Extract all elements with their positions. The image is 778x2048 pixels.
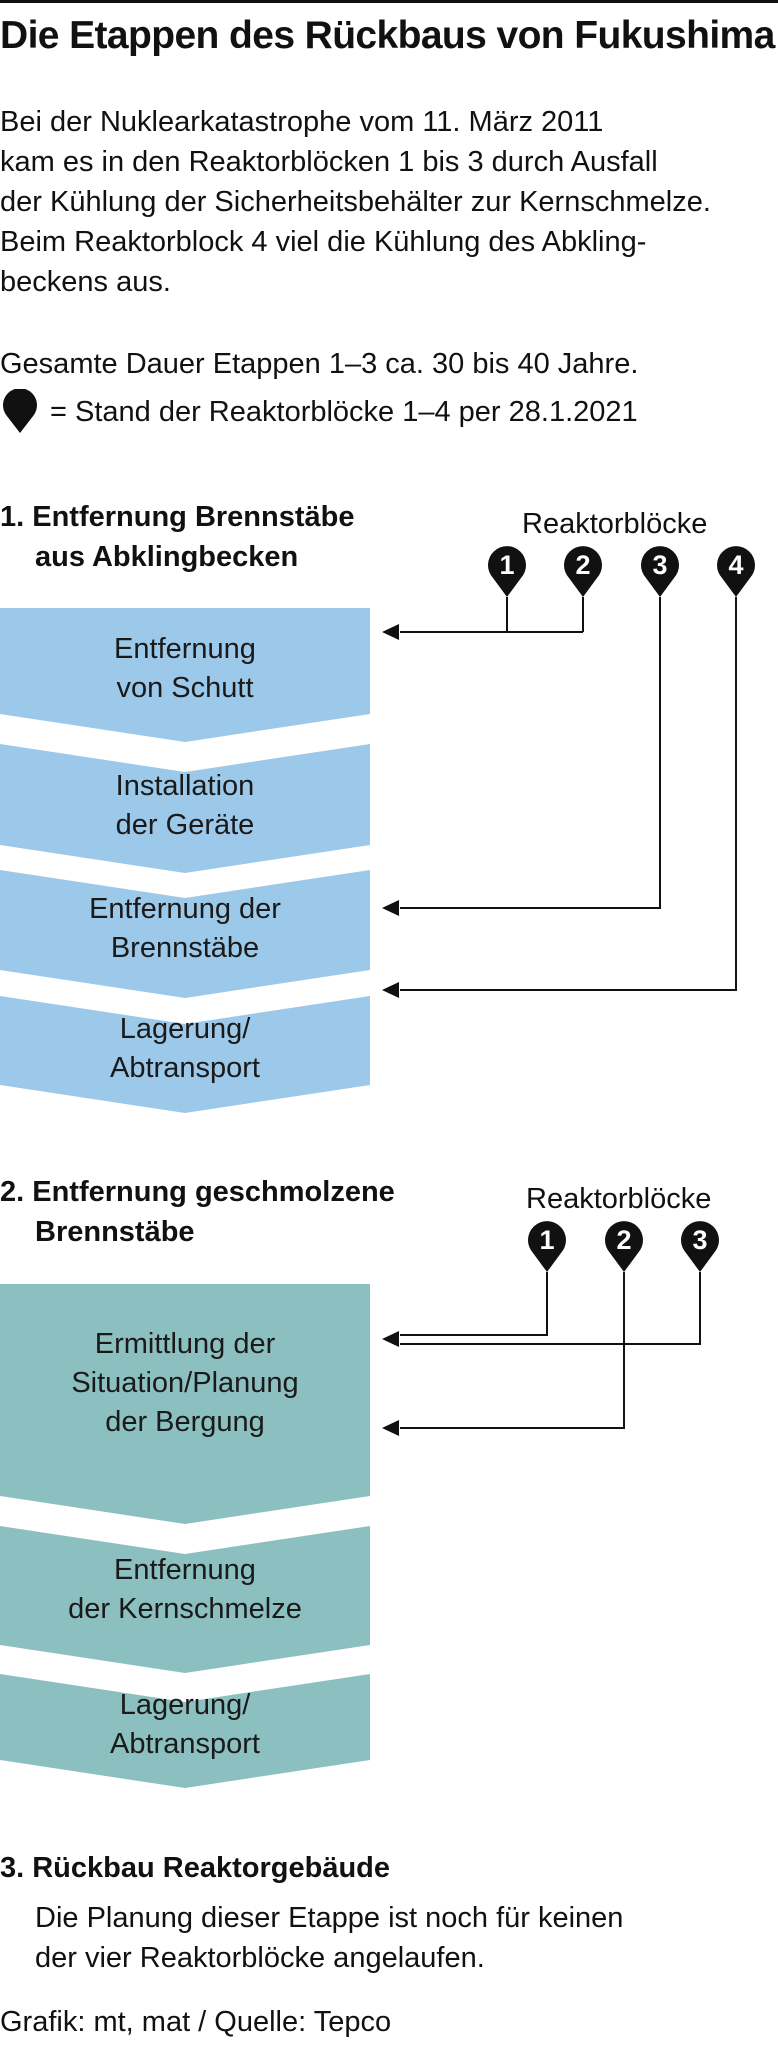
- step-line: Abtransport: [110, 1052, 260, 1084]
- duration-text: Gesamte Dauer Etappen 1–3 ca. 30 bis 40 …: [0, 348, 639, 380]
- stage1-step-label: Entfernung von Schutt: [0, 630, 370, 708]
- stage1-marker-4-number: 4: [728, 550, 743, 580]
- intro-line: kam es in den Reaktorblöcken 1 bis 3 dur…: [0, 146, 658, 178]
- step-line: Installation: [115, 770, 255, 802]
- stage1-connector-3: [400, 597, 661, 909]
- stage1-step-shape: [0, 608, 370, 742]
- stage2-marker-1-number: 1: [539, 1225, 554, 1255]
- note-line: der vier Reaktorblöcke angelaufen.: [35, 1942, 485, 1974]
- stage1-step-shape: [0, 870, 370, 998]
- stage1-connector-4: [400, 597, 737, 991]
- source-credit: Grafik: mt, mat / Quelle: Tepco: [0, 2006, 392, 2038]
- step-line: Entfernung: [114, 1554, 256, 1586]
- note-line: Die Planung dieser Etappe ist noch für k…: [35, 1902, 624, 1934]
- stage2-marker-3-number: 3: [692, 1225, 707, 1255]
- stage1-reactor-label: Reaktorblöcke: [522, 508, 708, 540]
- intro-line: der Kühlung der Sicherheitsbehälter zur …: [0, 186, 711, 218]
- stage2-reactor-label: Reaktorblöcke: [526, 1183, 712, 1215]
- stage1-marker-2-number: 2: [575, 550, 590, 580]
- stage1-connector-1-2: [400, 597, 584, 633]
- step-line: der Bergung: [105, 1406, 265, 1438]
- stage2-title-line: 2. Entfernung geschmolzene: [0, 1176, 395, 1208]
- stage2-step-label: Ermittlung der Situation/Planung der Ber…: [0, 1325, 370, 1442]
- stage1-arrow-4: [382, 982, 399, 998]
- stage2-connector-3: [400, 1272, 701, 1345]
- stage1-title-line: aus Abklingbecken: [35, 541, 299, 573]
- step-line: Situation/Planung: [71, 1367, 299, 1399]
- stage2-marker-1: [528, 1221, 567, 1272]
- stage1-title: 1. Entfernung Brennstäbe aus Abklingbeck…: [0, 497, 355, 577]
- intro-line: Bei der Nuklearkatastrophe vom 11. März …: [0, 106, 604, 138]
- stage2-connector-1: [400, 1272, 548, 1336]
- stage1-step-label: Installation der Geräte: [0, 767, 370, 845]
- stage2-step-shape: [0, 1526, 370, 1673]
- stage1-marker-3: [641, 546, 680, 597]
- intro-text: Bei der Nuklearkatastrophe vom 11. März …: [0, 102, 711, 302]
- step-line: Entfernung: [114, 633, 256, 665]
- stage1-step-shape: [0, 744, 370, 873]
- top-rule: [0, 0, 778, 3]
- stage1-marker-3-number: 3: [652, 550, 667, 580]
- stage2-title-line: Brennstäbe: [35, 1216, 195, 1248]
- stage2-step-shape: [0, 1674, 370, 1788]
- stage1-marker-1-number: 1: [499, 550, 514, 580]
- stage1-arrow-1-2: [382, 624, 399, 640]
- stage1-marker-2: [564, 546, 603, 597]
- stage2-step-shape: [0, 1284, 370, 1524]
- stage1-arrow-3: [382, 900, 399, 916]
- step-line: Abtransport: [110, 1728, 260, 1760]
- step-line: Brennstäbe: [110, 932, 260, 964]
- stage2-arrow-2: [382, 1420, 399, 1436]
- stage2-connector-2: [400, 1272, 625, 1429]
- stage2-marker-2-number: 2: [616, 1225, 631, 1255]
- stage2-title: 2. Entfernung geschmolzene Brennstäbe: [0, 1172, 395, 1252]
- step-line: der Geräte: [115, 809, 255, 841]
- page-title: Die Etappen des Rückbaus von Fukushima: [0, 14, 775, 57]
- stage1-step-shape: [0, 996, 370, 1113]
- map-pin-icon: [3, 389, 37, 433]
- stage2-arrow-1-3: [382, 1331, 399, 1347]
- step-line: Entfernung der: [89, 893, 281, 925]
- stage3-note: Die Planung dieser Etappe ist noch für k…: [35, 1898, 623, 1978]
- intro-line: Beim Reaktorblock 4 viel die Kühlung des…: [0, 226, 647, 258]
- stage1-marker-4: [717, 546, 755, 597]
- stage3-title: 3. Rückbau Reaktorgebäude: [0, 1852, 390, 1884]
- stage2-step-label: Lagerung/ Abtransport: [0, 1686, 370, 1764]
- step-line: Lagerung/: [119, 1013, 251, 1045]
- stage2-step-label: Entfernung der Kernschmelze: [0, 1551, 370, 1629]
- step-line: Lagerung/: [119, 1689, 251, 1721]
- intro-line: beckens aus.: [0, 266, 171, 298]
- step-line: von Schutt: [116, 672, 254, 704]
- legend-text: = Stand der Reaktorblöcke 1–4 per 28.1.2…: [50, 396, 638, 428]
- stage2-marker-2: [605, 1221, 643, 1272]
- stage1-title-line: 1. Entfernung Brennstäbe: [0, 501, 355, 533]
- step-line: der Kernschmelze: [68, 1593, 302, 1625]
- step-line: Ermittlung der: [94, 1328, 276, 1360]
- stage1-marker-1: [488, 546, 526, 597]
- stage1-step-label: Lagerung/ Abtransport: [0, 1010, 370, 1088]
- stage2-marker-3: [681, 1221, 719, 1272]
- stage1-step-label: Entfernung der Brennstäbe: [0, 890, 370, 968]
